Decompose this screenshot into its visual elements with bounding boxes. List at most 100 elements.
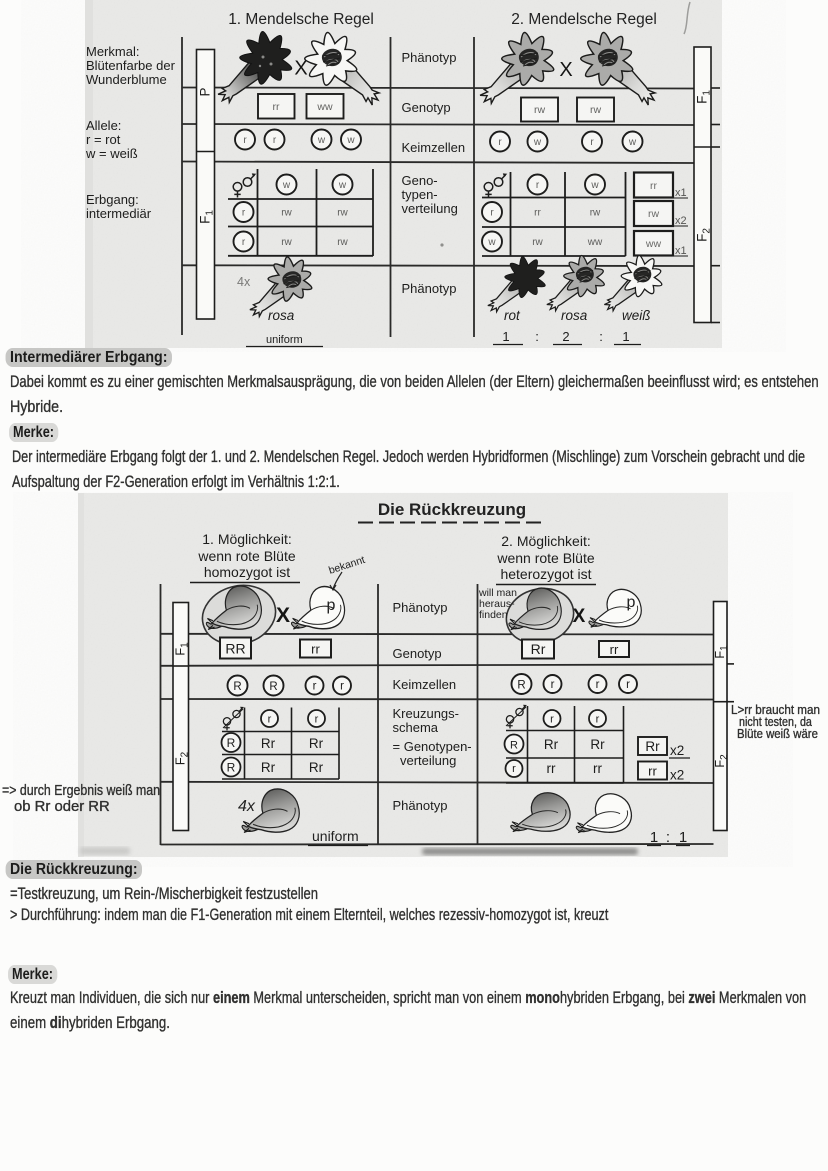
svg-text:w: w	[590, 180, 599, 191]
svg-text:rw: rw	[534, 104, 545, 116]
svg-text:weiß: weiß	[622, 308, 651, 323]
svg-text:Rr: Rr	[590, 737, 605, 752]
svg-text:w: w	[317, 135, 326, 146]
svg-text:r: r	[536, 180, 540, 191]
svg-text:X: X	[276, 604, 290, 627]
svg-text:w: w	[487, 237, 496, 248]
svg-text:r: r	[273, 135, 277, 146]
svg-text:Genotyp: Genotyp	[393, 646, 442, 661]
svg-text:Geno-: Geno-	[402, 173, 438, 188]
svg-text:X: X	[294, 58, 307, 80]
svg-text:wenn rote Blüte: wenn rote Blüte	[197, 548, 295, 564]
svg-text:= Genotypen-: = Genotypen-	[393, 739, 472, 754]
svg-text:r: r	[242, 208, 246, 219]
svg-text:r: r	[626, 679, 630, 691]
svg-text:1. Mendelsche Regel: 1. Mendelsche Regel	[228, 11, 374, 28]
svg-text:wenn rote Blüte: wenn rote Blüte	[496, 550, 594, 566]
svg-text:Wunderblume: Wunderblume	[86, 72, 167, 87]
svg-text:4x: 4x	[238, 798, 256, 815]
svg-text:Blütenfarbe der: Blütenfarbe der	[86, 58, 176, 73]
svg-text:Die Rückkreuzung: Die Rückkreuzung	[378, 500, 526, 519]
svg-text:w = weiß: w = weiß	[85, 146, 138, 161]
svg-text:Rr: Rr	[531, 641, 546, 657]
svg-text:R: R	[510, 740, 518, 752]
svg-text:w: w	[282, 180, 291, 191]
svg-text:rw: rw	[337, 237, 348, 248]
svg-text:4x: 4x	[237, 275, 251, 289]
svg-text:finden: finden	[479, 609, 508, 621]
svg-text:w: w	[533, 137, 542, 148]
svg-text:X: X	[559, 59, 572, 81]
svg-text:Rr: Rr	[261, 760, 276, 775]
svg-text:rr: rr	[610, 642, 619, 657]
svg-text:Rr: Rr	[261, 736, 276, 751]
svg-text:Erbgang:: Erbgang:	[86, 192, 139, 207]
svg-text:1. Möglichkeit:: 1. Möglichkeit:	[202, 531, 291, 547]
svg-text:Phänotyp: Phänotyp	[402, 50, 457, 65]
svg-text:rr: rr	[593, 761, 602, 776]
svg-text:r: r	[498, 137, 502, 148]
svg-text:rw: rw	[590, 208, 601, 219]
svg-text:2. Möglichkeit:: 2. Möglichkeit:	[501, 533, 590, 549]
svg-text:Keimzellen: Keimzellen	[402, 140, 466, 155]
svg-text:r: r	[551, 679, 555, 691]
svg-text:rr: rr	[534, 208, 541, 219]
svg-text:rr: rr	[273, 101, 280, 113]
svg-text::: :	[599, 329, 603, 344]
svg-text:rr: rr	[648, 764, 657, 779]
svg-text:p: p	[327, 597, 336, 614]
svg-text:verteilung: verteilung	[400, 753, 456, 768]
svg-text:1: 1	[679, 829, 687, 846]
svg-text:r = rot: r = rot	[86, 132, 121, 147]
svg-text:P: P	[198, 87, 213, 96]
svg-text:x2: x2	[670, 768, 684, 783]
svg-text:p: p	[627, 594, 636, 611]
svg-text:rr: rr	[650, 180, 657, 192]
svg-text:1: 1	[502, 329, 509, 344]
svg-text:r: r	[590, 137, 594, 148]
svg-text:r: r	[243, 135, 247, 146]
svg-text:rr: rr	[311, 642, 320, 657]
svg-text:r: r	[315, 714, 319, 726]
svg-text:w: w	[338, 180, 347, 191]
svg-text:Rr: Rr	[309, 760, 324, 775]
svg-text:r: r	[268, 714, 272, 726]
svg-text:typen-: typen-	[402, 187, 438, 202]
svg-text:Kreuzungs-: Kreuzungs-	[393, 706, 459, 721]
svg-text:rw: rw	[281, 208, 292, 219]
svg-text:X: X	[573, 606, 586, 627]
svg-text:verteilung: verteilung	[402, 201, 458, 216]
svg-text:rw: rw	[648, 208, 659, 220]
svg-text:r: r	[550, 714, 554, 726]
svg-text:Rr: Rr	[645, 739, 660, 754]
svg-text:homozygot ist: homozygot ist	[204, 564, 290, 580]
svg-text:R: R	[233, 681, 241, 693]
svg-text:Genotyp: Genotyp	[402, 100, 451, 115]
svg-text:uniform: uniform	[312, 828, 359, 844]
svg-text:r: r	[340, 681, 344, 693]
svg-text:rw: rw	[281, 237, 292, 248]
svg-text:x1: x1	[675, 187, 687, 199]
svg-text:ww: ww	[316, 101, 333, 113]
svg-text:schema: schema	[393, 720, 439, 735]
svg-text:intermediär: intermediär	[86, 206, 152, 221]
svg-text:Rr: Rr	[544, 737, 559, 752]
svg-text:Phänotyp: Phänotyp	[402, 281, 457, 296]
svg-text:Phänotyp: Phänotyp	[393, 798, 448, 813]
svg-text:r: r	[596, 679, 600, 691]
svg-text:x2: x2	[675, 215, 687, 227]
svg-text:rr: rr	[547, 761, 556, 776]
svg-text:ww: ww	[645, 238, 662, 250]
svg-text:rosa: rosa	[268, 308, 295, 323]
svg-text:w: w	[628, 137, 637, 148]
svg-text:ww: ww	[587, 237, 603, 248]
svg-text:R: R	[227, 761, 236, 775]
svg-text:r: r	[242, 237, 246, 248]
svg-text:heterozygot ist: heterozygot ist	[500, 566, 591, 582]
svg-text:R: R	[227, 736, 236, 750]
svg-text::: :	[666, 829, 670, 846]
svg-text:Allele:: Allele:	[86, 118, 121, 133]
svg-text:heraus-: heraus-	[479, 598, 515, 610]
svg-text:r: r	[313, 681, 317, 693]
svg-text:uniform: uniform	[266, 334, 303, 346]
